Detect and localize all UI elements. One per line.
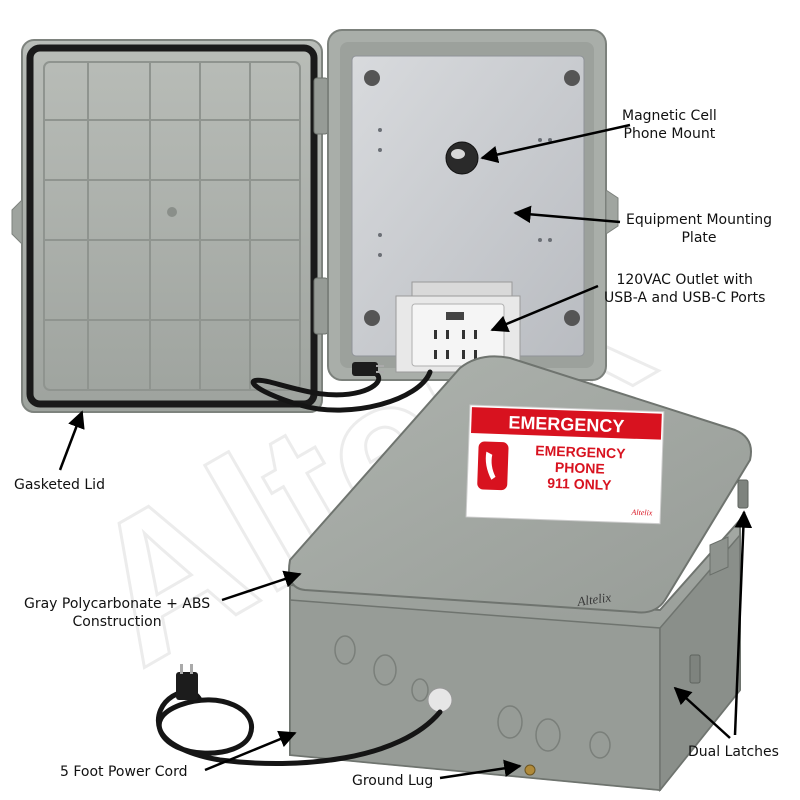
callout-arrows — [58, 123, 753, 780]
emergency-sign: EMERGENCY EMERGENCY PHONE 911 ONLY Altel… — [465, 404, 665, 525]
arrow-latch-lower — [673, 686, 731, 739]
ground-lug — [524, 764, 536, 776]
sign-line-3: 911 ONLY — [547, 475, 612, 493]
cable-gland — [427, 687, 453, 713]
outlet-box — [395, 281, 521, 373]
arrow-power-cord — [204, 730, 297, 772]
callout-ground-lug: Ground Lug — [352, 773, 434, 789]
callout-construction: Gray Polycarbonate + ABS Construction — [24, 596, 211, 630]
callout-gasketed-lid: Gasketed Lid — [14, 477, 105, 493]
arrow-ground-lug — [439, 759, 522, 780]
callout-magnetic-mount: Magnetic Cell Phone Mount — [622, 108, 717, 142]
callout-mounting-plate: Equipment Mounting Plate — [626, 212, 772, 246]
usb-ports — [446, 312, 464, 320]
arrow-mounting-plate — [513, 205, 621, 224]
callout-power-cord: 5 Foot Power Cord — [60, 764, 188, 780]
callout-latches: Dual Latches — [688, 744, 779, 760]
phone-icon — [477, 441, 509, 491]
lid-gasket — [26, 44, 318, 408]
arrow-construction — [221, 570, 302, 602]
arrow-latch-upper — [733, 510, 753, 736]
open-enclosure-body — [250, 29, 619, 413]
sign-header-text: EMERGENCY — [508, 412, 625, 436]
sign-header — [471, 407, 662, 440]
callout-outlet: 120VAC Outlet with USB-A and USB-C Ports — [604, 272, 766, 306]
arrow-magnetic-mount — [480, 123, 631, 164]
latch-lower — [689, 654, 701, 684]
latch-upper — [737, 479, 749, 509]
enclosure-brand: Altelix — [575, 589, 612, 609]
sign-line-2: PHONE — [555, 459, 605, 477]
closed-box-cord — [155, 689, 443, 766]
arrow-outlet — [490, 284, 599, 333]
sign-brand: Altelix — [630, 508, 653, 518]
open-box-cord — [250, 367, 433, 413]
arrow-gasketed-lid — [58, 410, 85, 471]
open-lid — [11, 39, 329, 413]
sign-line-1: EMERGENCY — [535, 442, 626, 461]
